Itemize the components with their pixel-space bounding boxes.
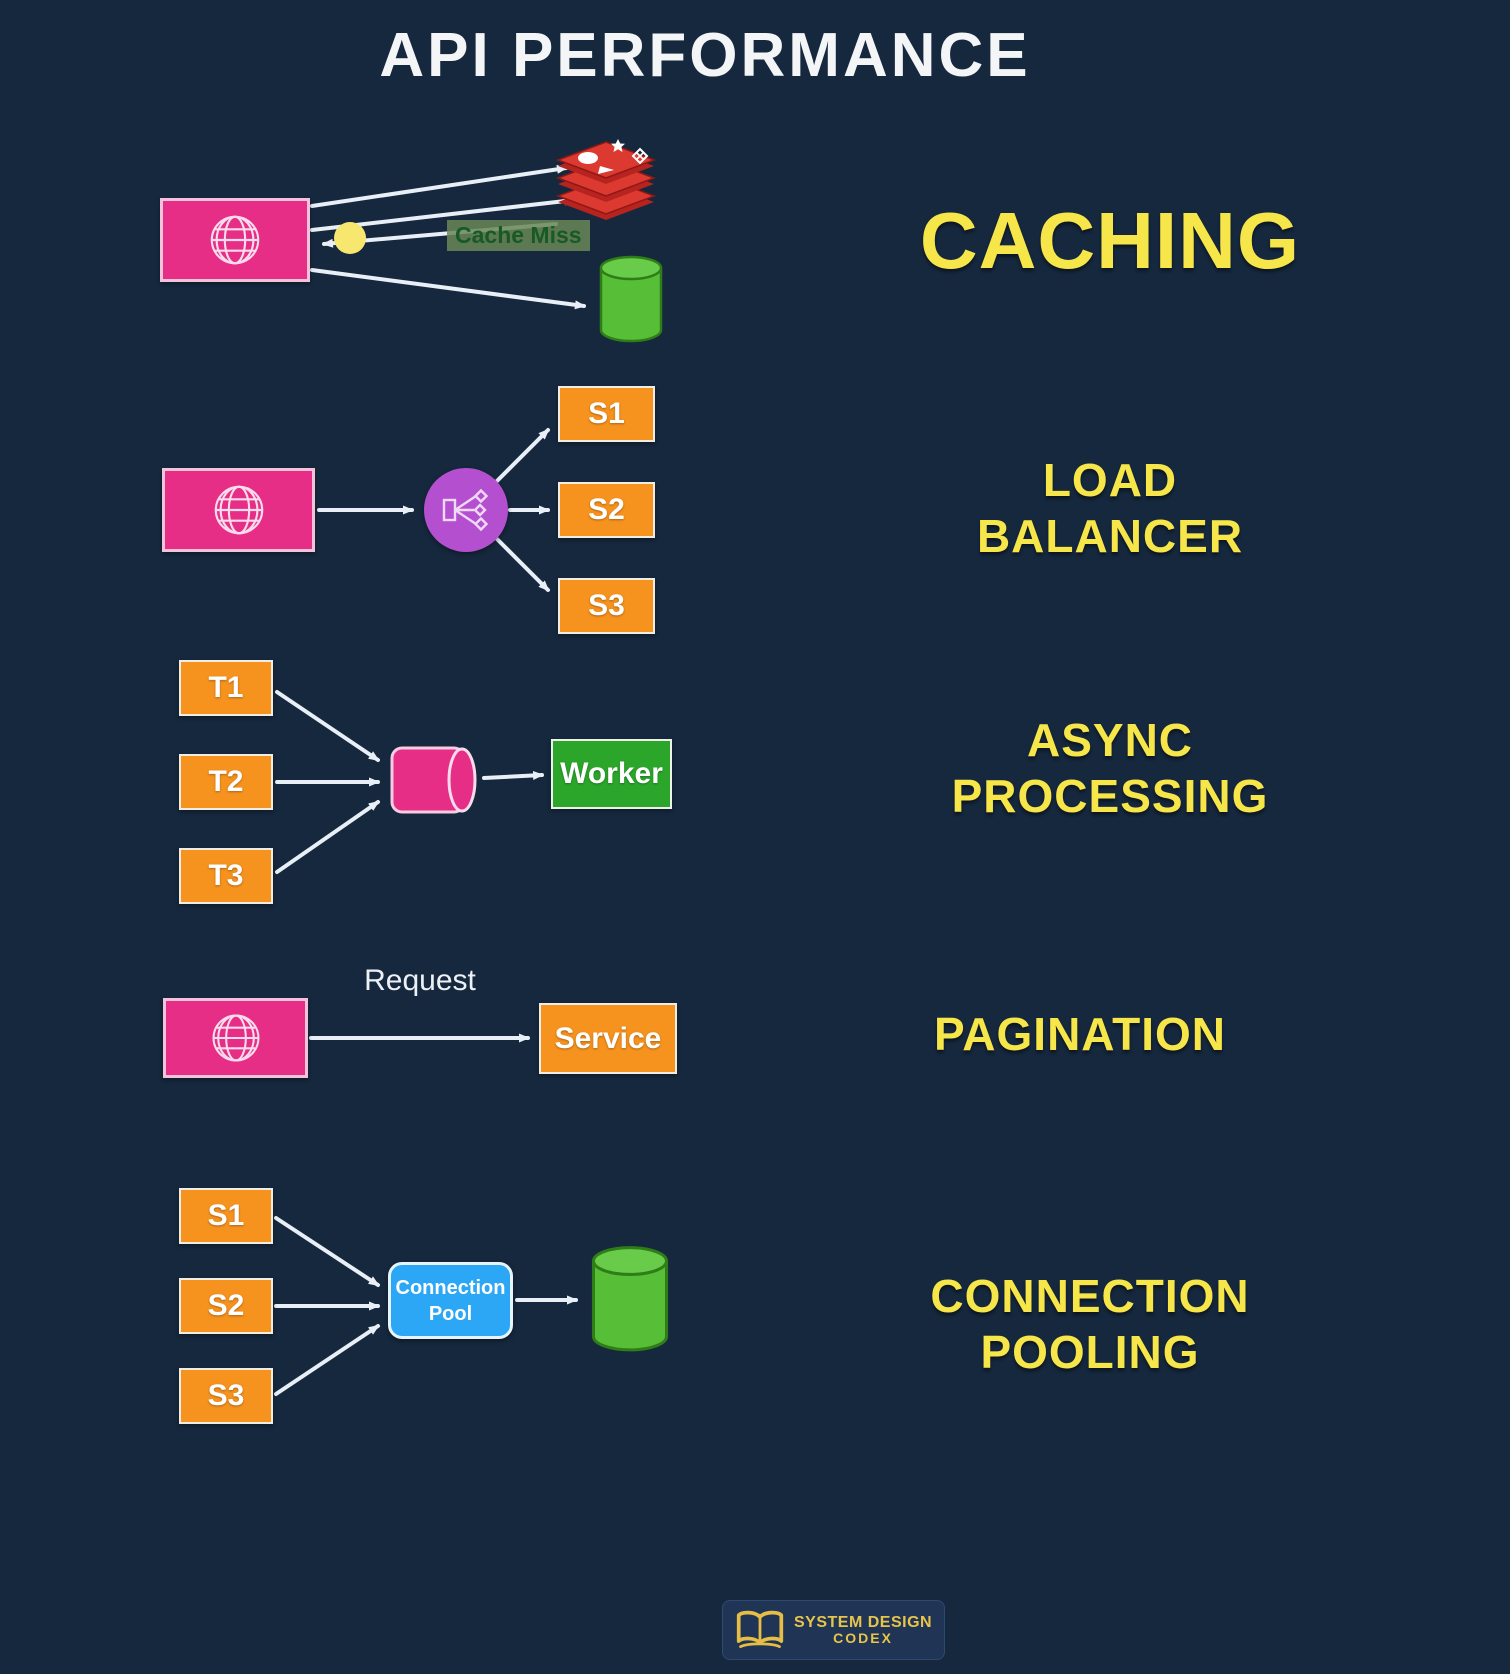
loadbalancer-client-box — [162, 468, 315, 552]
logo-line2: CODEX — [833, 1630, 893, 1647]
task-box-t1: T1 — [179, 660, 273, 716]
open-book-icon — [736, 1610, 784, 1649]
task-box-t3: T3 — [179, 848, 273, 904]
server-label: S3 — [207, 1379, 245, 1412]
server-label: S2 — [588, 493, 625, 526]
server-label: S1 — [207, 1199, 245, 1232]
pagination-client-box — [163, 998, 308, 1078]
globe-icon — [214, 485, 263, 535]
database-cylinder-icon — [599, 255, 663, 343]
redis-stack-icon — [555, 139, 657, 220]
server-label: S3 — [588, 589, 625, 622]
caching-client-box — [160, 198, 310, 282]
server-box-s3: S3 — [558, 578, 655, 634]
server-label: S2 — [207, 1289, 245, 1322]
server-label: S1 — [588, 397, 625, 430]
cache-miss-badge: Cache Miss — [447, 220, 590, 251]
system-design-codex-logo: SYSTEM DESIGN CODEX — [722, 1600, 946, 1660]
connection-pool-box: Connection Pool — [388, 1262, 513, 1339]
task-label: T2 — [208, 765, 244, 798]
task-label: T1 — [208, 671, 244, 704]
pool-server-box-s1: S1 — [179, 1188, 273, 1244]
connection-pool-label: Connection Pool — [395, 1276, 506, 1325]
caching-label: CACHING — [919, 196, 1301, 285]
arrow-lb-to-s1 — [494, 428, 550, 484]
globe-icon — [210, 215, 260, 265]
async-processing-label: ASYNC PROCESSING — [951, 714, 1269, 823]
pool-server-box-s3: S3 — [179, 1368, 273, 1424]
pagination-label: PAGINATION — [934, 1008, 1226, 1060]
load-balancer-label: LOAD BALANCER — [976, 454, 1244, 563]
server-box-s2: S2 — [558, 482, 655, 538]
globe-icon — [212, 1014, 259, 1062]
arrow-t3-to-queue — [275, 800, 380, 874]
arrow-client-to-database — [310, 268, 586, 310]
load-balancer-fanout-icon — [442, 488, 489, 532]
arrow-t1-to-queue — [275, 690, 380, 762]
service-label: Service — [554, 1021, 662, 1055]
arrow-s1-to-pool — [274, 1216, 380, 1287]
worker-box: Worker — [551, 739, 672, 809]
queue-cylinder-icon — [390, 746, 477, 814]
arrow-client-to-cache-1 — [310, 164, 568, 208]
request-arrow-label: Request — [364, 964, 476, 997]
page-title: API PERFORMANCE — [379, 21, 1031, 90]
task-box-t2: T2 — [179, 754, 273, 810]
task-label: T3 — [208, 859, 244, 892]
server-box-s1: S1 — [558, 386, 655, 442]
arrow-queue-to-worker — [482, 770, 544, 780]
database-cylinder-icon — [591, 1246, 669, 1352]
pool-server-box-s2: S2 — [179, 1278, 273, 1334]
logo-text: SYSTEM DESIGN CODEX — [794, 1614, 932, 1647]
logo-line1: SYSTEM DESIGN — [794, 1613, 933, 1631]
load-balancer-node — [424, 468, 508, 552]
connection-pooling-label: CONNECTION POOLING — [930, 1270, 1250, 1379]
service-box: Service — [539, 1003, 677, 1074]
arrow-s3-to-pool — [274, 1324, 380, 1396]
response-dot — [334, 222, 366, 254]
arrow-lb-to-s3 — [494, 536, 550, 592]
worker-label: Worker — [560, 757, 663, 790]
